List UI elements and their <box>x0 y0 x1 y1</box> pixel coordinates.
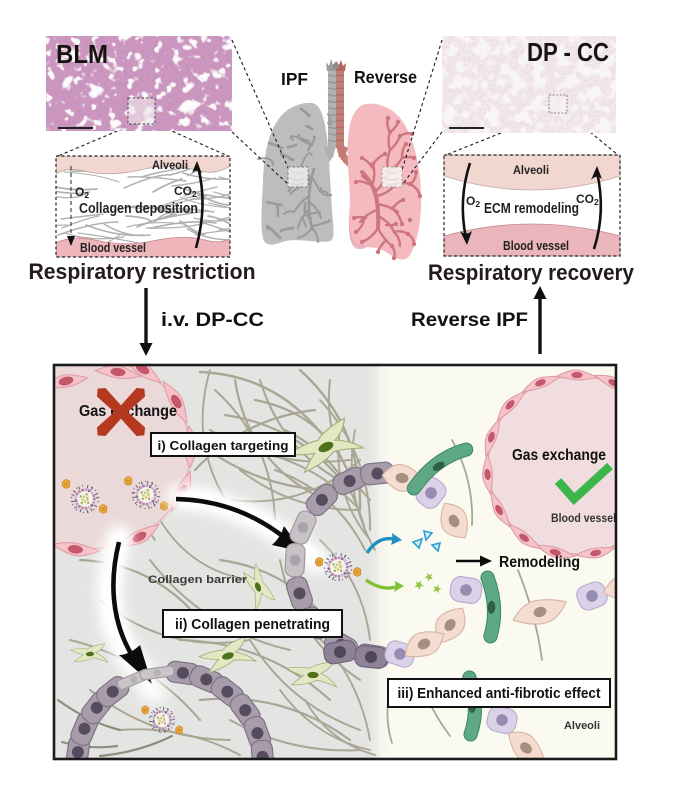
svg-text:Respiratory restriction: Respiratory restriction <box>29 259 256 284</box>
svg-text:ii) Collagen penetrating: ii) Collagen penetrating <box>175 617 330 633</box>
svg-text:Alveoli: Alveoli <box>564 720 600 732</box>
svg-text:i) Collagen targeting: i) Collagen targeting <box>158 438 289 453</box>
svg-text:Remodeling: Remodeling <box>499 554 580 571</box>
svg-text:Reverse IPF: Reverse IPF <box>411 310 528 331</box>
svg-text:ECM remodeling: ECM remodeling <box>484 201 579 217</box>
svg-text:Collagen deposition: Collagen deposition <box>79 201 198 217</box>
svg-text:IPF: IPF <box>281 69 308 89</box>
svg-text:iii) Enhanced anti-fibrotic ef: iii) Enhanced anti-fibrotic effect <box>398 685 601 702</box>
svg-text:BLM: BLM <box>56 39 108 69</box>
svg-text:Blood vessel: Blood vessel <box>80 241 146 255</box>
svg-text:Blood vessel: Blood vessel <box>551 511 616 525</box>
svg-text:Gas exchange: Gas exchange <box>512 447 606 464</box>
svg-text:i.v. DP-CC: i.v. DP-CC <box>161 310 264 331</box>
svg-text:Alveoli: Alveoli <box>152 160 188 172</box>
svg-text:Respiratory recovery: Respiratory recovery <box>428 260 635 285</box>
svg-text:Blood vessel: Blood vessel <box>503 239 569 253</box>
svg-text:Collagen barrier: Collagen barrier <box>148 574 248 586</box>
svg-text:DP - CC: DP - CC <box>527 37 609 67</box>
svg-text:Alveoli: Alveoli <box>513 165 549 177</box>
svg-text:Reverse: Reverse <box>354 67 417 87</box>
